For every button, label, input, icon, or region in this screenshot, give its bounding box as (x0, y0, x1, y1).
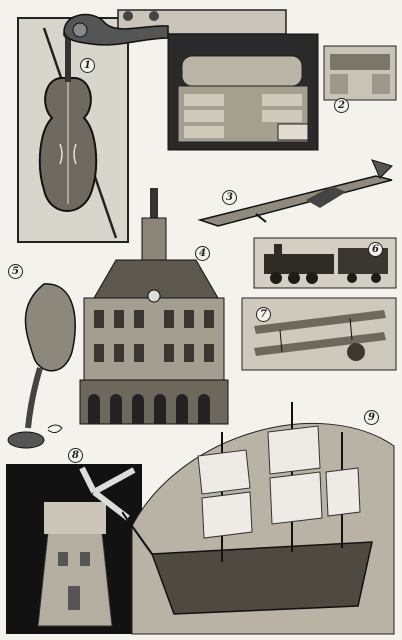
monoplane-panel (196, 156, 398, 228)
gramophone-panel (4, 278, 82, 456)
item-number-badge: 7 (256, 307, 271, 322)
windmill-panel (4, 462, 144, 636)
violin-panel (14, 14, 132, 246)
item-number-badge: 5 (8, 264, 23, 279)
gothic-town-hall-icon (79, 188, 229, 425)
sailing-galleon-icon (122, 402, 395, 635)
roll-top-desk-icon (167, 33, 397, 151)
locomotive-icon (253, 237, 397, 289)
monoplane-icon (197, 159, 393, 227)
item-number-badge: 4 (195, 246, 210, 261)
item-number-badge: 9 (364, 410, 379, 425)
galleon-panel (122, 392, 398, 636)
item-number-badge: 1 (80, 58, 95, 73)
item-number-badge: 3 (222, 190, 237, 205)
item-number-badge: 6 (368, 242, 383, 257)
violin-and-bow-icon (17, 17, 129, 243)
gramophone-horn-icon (7, 283, 76, 449)
violin-scroll-icon (63, 9, 287, 46)
item-number-badge: 8 (68, 448, 83, 463)
locomotive-panel (252, 236, 398, 290)
desk-panel (166, 32, 398, 152)
item-number-badge: 2 (334, 98, 349, 113)
town-hall-panel (76, 188, 232, 434)
windmill-icon (6, 464, 142, 634)
violin-scroll-panel (58, 4, 290, 48)
